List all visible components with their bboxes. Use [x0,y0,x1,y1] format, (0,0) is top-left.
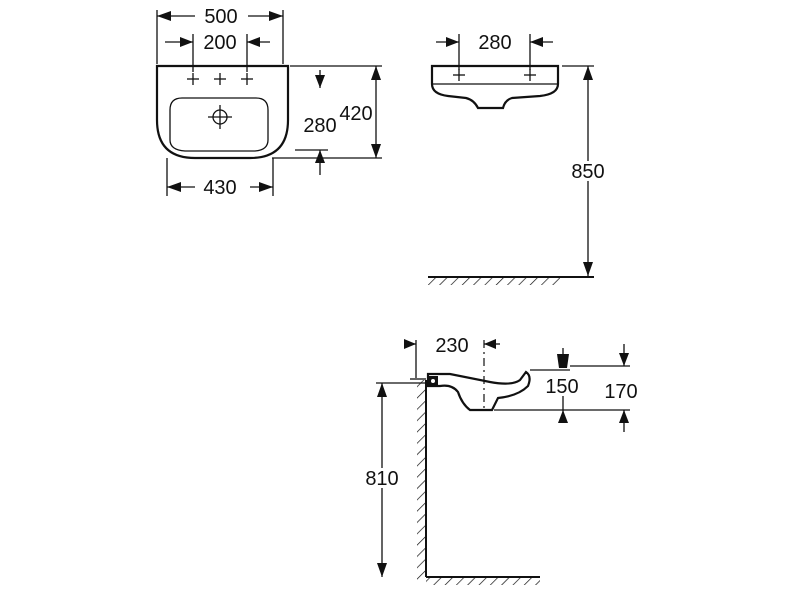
dim-280-top: 280 [295,70,337,175]
dim-150: 150 [494,369,579,423]
dim-150-label: 150 [545,376,578,398]
dim-420-label: 420 [339,103,372,125]
dim-170-label: 170 [604,381,637,403]
dim-850: 850 [562,65,608,276]
drain-icon [208,105,232,129]
dim-810: 810 [362,382,428,577]
dim-280-front: 280 [436,32,553,70]
dim-500: 500 [156,6,284,64]
dim-500-label: 500 [204,6,237,28]
dim-280-top-label: 280 [303,115,336,137]
floor-side [426,576,540,585]
wall-bracket-icon [428,376,438,386]
tap-holes [187,73,253,85]
front-view: 280 850 [428,32,608,285]
tap-hole-left-icon [187,73,199,85]
top-view: 500 200 420 280 [155,6,382,199]
dim-420: 420 [272,65,382,159]
dim-230: 230 [404,335,500,378]
dim-200-label: 200 [203,32,236,54]
tap-hole-center-icon [214,73,226,85]
wall [417,380,427,580]
dim-230-label: 230 [435,335,468,357]
side-view: 230 150 170 810 [362,335,638,585]
floor-front [428,276,594,285]
basin-profile [426,370,531,412]
front-hole-right-icon [524,69,536,81]
dim-280-front-label: 280 [478,32,511,54]
dim-170: 170 [570,344,638,432]
bowl-inner-top [169,97,269,152]
dim-810-label: 810 [365,468,398,490]
dim-430-label: 430 [203,177,236,199]
basin-outline-top [155,64,290,160]
tap-hole-right-icon [241,73,253,85]
dim-430: 430 [166,158,274,199]
dim-850-label: 850 [571,161,604,183]
basin-outline-front [430,64,560,110]
front-hole-left-icon [453,69,465,81]
dim-200: 200 [165,32,270,72]
tap-icon [557,348,569,368]
